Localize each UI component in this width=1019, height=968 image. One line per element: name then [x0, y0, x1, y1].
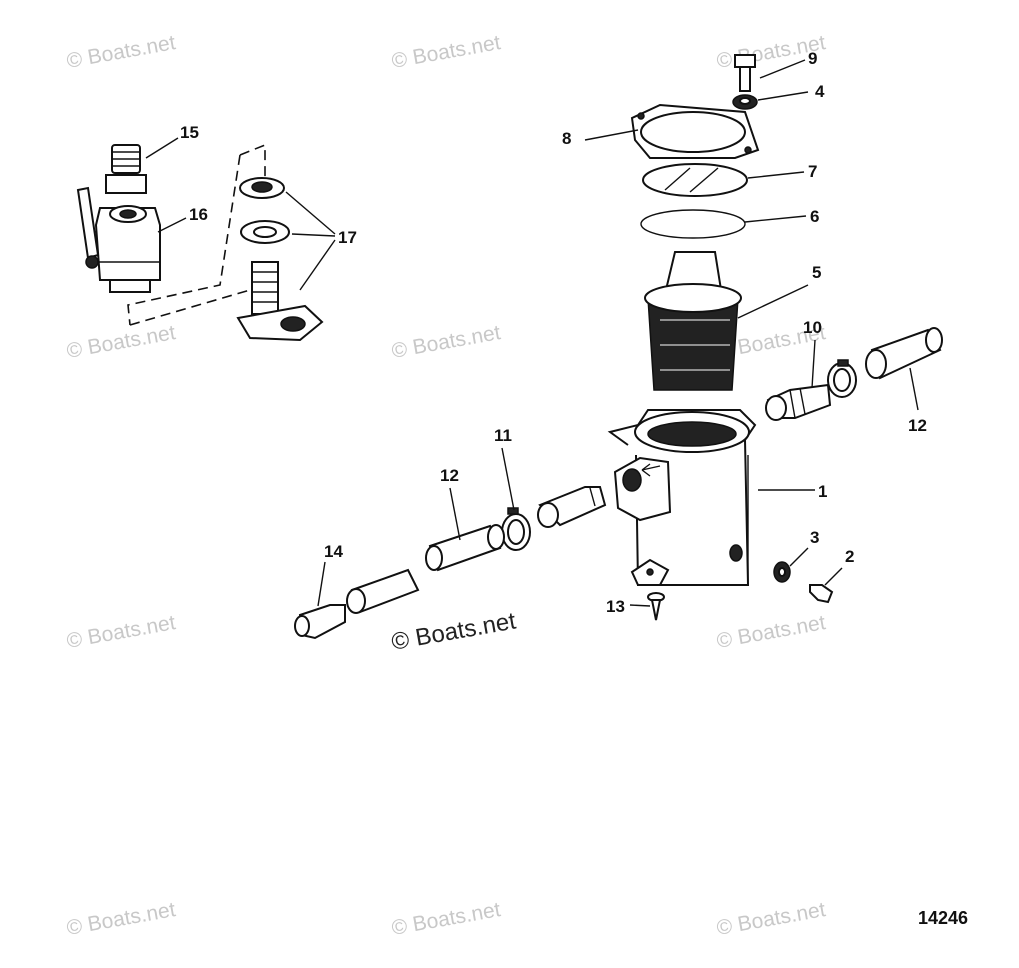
callout-1: 1	[818, 482, 827, 501]
callout-9: 9	[808, 49, 817, 68]
leader-11	[501, 447, 515, 511]
hose-fitting-15	[105, 144, 147, 194]
dashed-group-outline	[129, 289, 251, 326]
watermark: © Boats.net	[390, 898, 503, 940]
leader-10	[811, 339, 816, 389]
screw-13	[647, 592, 665, 621]
callout-15: 15	[180, 123, 199, 142]
thru-hull-fitting-17	[236, 261, 324, 342]
ball-valve-16	[76, 186, 161, 293]
watermark: © Boats.net	[390, 31, 503, 73]
washer-4	[732, 94, 758, 110]
leader-14	[317, 561, 326, 607]
strainer-assembly	[294, 54, 943, 640]
callout-17: 17	[338, 228, 357, 247]
leader-6	[744, 215, 807, 223]
hose-section	[346, 568, 420, 614]
leader-4	[757, 91, 809, 101]
watermark: © Boats.net	[390, 321, 503, 363]
callout-4: 4	[815, 82, 825, 101]
strainer-housing-1	[607, 409, 757, 586]
hose-fitting-14	[294, 604, 346, 640]
figure-number: 14246	[918, 908, 968, 928]
leader-2	[824, 567, 843, 586]
callout-3: 3	[810, 528, 819, 547]
seacock-assembly	[76, 137, 336, 342]
watermark: © Boats.net	[65, 321, 178, 363]
callout-6: 6	[810, 207, 819, 226]
callout-16: 16	[189, 205, 208, 224]
center-watermark: © Boats.net	[389, 607, 518, 655]
bolt-9	[734, 54, 756, 92]
callout-11: 11	[494, 426, 512, 445]
hose-fitting-10	[765, 383, 832, 421]
callout-7: 7	[808, 162, 817, 181]
o-ring-6	[640, 209, 746, 239]
leader-3	[789, 547, 809, 567]
callout-13: 13	[606, 597, 625, 616]
hose-12-right	[865, 327, 943, 380]
callout-2: 2	[845, 547, 854, 566]
cover-8	[630, 103, 760, 159]
hose-fitting-inlet	[537, 486, 607, 528]
callout-12: 12	[440, 466, 459, 485]
leader-5	[737, 284, 809, 319]
callout-10: 10	[803, 318, 822, 337]
strainer-basket-5	[644, 251, 742, 391]
leader-12-right	[909, 367, 919, 411]
callout-12: 12	[908, 416, 927, 435]
watermark: © Boats.net	[65, 611, 178, 653]
dashed-group-outline	[127, 154, 241, 326]
watermark: © Boats.net	[715, 611, 828, 653]
watermark: © Boats.net	[65, 31, 178, 73]
glass-lens-7	[642, 163, 748, 197]
watermark: © Boats.net	[65, 898, 178, 940]
hose-clamp-right	[827, 359, 857, 398]
leader-8	[584, 129, 639, 141]
dashed-group-outline	[239, 143, 266, 190]
leader-9	[759, 59, 806, 79]
watermark: © Boats.net	[715, 898, 828, 940]
callout-8: 8	[562, 129, 571, 148]
leader-12-left	[449, 487, 461, 541]
callout-14: 14	[324, 542, 343, 561]
washer-17	[240, 220, 290, 244]
leader-13	[629, 604, 651, 607]
drain-plug-2	[809, 584, 834, 604]
washer-3	[773, 561, 791, 583]
callout-5: 5	[812, 263, 821, 282]
callout-labels: 1 2 3 4 5 6 7 8 9 10 11 12 12 13 14 15 1…	[180, 49, 927, 616]
hose-12-left	[425, 524, 505, 572]
leader-7	[747, 171, 805, 179]
nut-17	[239, 177, 285, 199]
hose-clamp-11	[501, 507, 531, 551]
